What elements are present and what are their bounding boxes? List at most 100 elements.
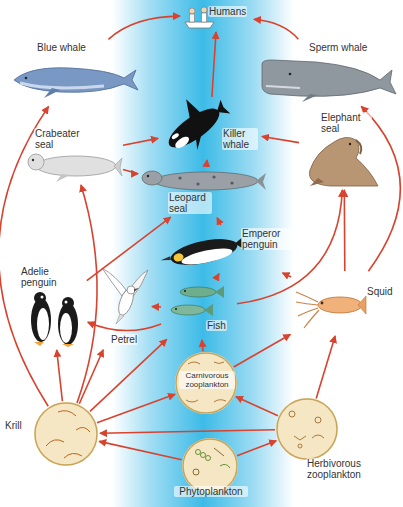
humans-figure-part (202, 13, 207, 22)
sperm-whale-figure (262, 60, 396, 102)
food-arrow (88, 322, 161, 330)
petrel-figure (102, 268, 148, 324)
species-label: Emperor penguin (241, 228, 293, 250)
leopard-seal-figure-part (196, 182, 199, 185)
plankton-organisms-part (58, 411, 76, 416)
emperor-penguin-figure-part (160, 256, 171, 262)
food-arrow (254, 19, 298, 39)
leopard-seal-figure-part (256, 173, 266, 190)
leopard-seal-figure (142, 171, 266, 190)
food-arrow (123, 138, 158, 145)
species-label: Blue whale (36, 42, 87, 53)
leopard-seal-figure-part (142, 171, 162, 185)
species-label: Squid (366, 286, 394, 297)
food-arrow (152, 306, 161, 308)
humans-figure-part (185, 22, 214, 28)
food-arrow (99, 441, 182, 459)
species-node: Adelie penguin (18, 266, 86, 348)
species-label: Carnivorous zooplankton (179, 371, 235, 389)
plankton-organisms-part (315, 417, 321, 423)
emperor-penguin-figure-part (180, 245, 233, 268)
leopard-seal-figure-part (147, 175, 149, 177)
blue-whale-figure-part (20, 83, 104, 88)
petrel-figure-part (134, 288, 139, 292)
plankton-circle: Carnivorous zooplankton (175, 352, 237, 414)
elephant-seal-figure-part (309, 137, 378, 186)
adelie-penguin-figure-part (62, 297, 74, 309)
sperm-whale-figure-part (262, 60, 396, 96)
species-label: Leopard seal (168, 192, 212, 214)
leopard-seal-figure-part (178, 176, 181, 179)
leopard-seal-figure-part (154, 172, 258, 190)
food-arrow (206, 160, 208, 167)
species-label: Adelie penguin (20, 266, 70, 288)
adelie-penguin-figure-part (37, 308, 49, 340)
food-arrow (237, 190, 342, 304)
food-arrow (79, 350, 103, 404)
humans-figure-part (201, 7, 207, 13)
elephant-seal-figure-part (356, 140, 361, 154)
food-arrow (77, 185, 97, 403)
food-arrow (87, 217, 171, 281)
leopard-seal-figure-part (212, 175, 215, 178)
crabeater-seal-figure-part (114, 158, 122, 176)
squid-figure-part (304, 310, 319, 328)
blue-whale-figure-part (44, 88, 60, 98)
sperm-whale-figure-part (302, 94, 318, 102)
food-arrow (237, 441, 276, 456)
plankton-circle: Phytoplankton (182, 438, 238, 494)
plankton-organisms-part (46, 440, 64, 446)
species-label: Phytoplankton (174, 486, 248, 497)
fish-figure-part (171, 305, 205, 315)
fish-figure-part (180, 287, 216, 297)
plankton-organisms-part (206, 456, 211, 461)
plankton-organisms-part (186, 400, 198, 402)
sperm-whale-figure-part (266, 86, 300, 88)
petrel-figure-part (128, 270, 148, 298)
elephant-seal-figure-part (310, 178, 324, 186)
emperor-penguin-figure-part (173, 252, 184, 262)
adelie-penguin-figure-part (62, 344, 74, 347)
squid-figure-part (358, 296, 366, 314)
species-label: Fish (206, 320, 227, 331)
food-arrow (108, 16, 180, 39)
fish-figure (171, 286, 224, 316)
plankton-discs (34, 352, 338, 494)
species-label: Crabeater seal (34, 128, 90, 150)
adelie-penguin-figure-part (65, 301, 68, 304)
food-arrow (216, 274, 219, 279)
sperm-whale-figure-part (289, 73, 292, 76)
plankton-organisms-part (294, 436, 306, 440)
food-arrow (0, 107, 49, 407)
squid-figure (296, 292, 366, 328)
food-arrow (343, 190, 345, 271)
fish-figure-part (215, 286, 224, 298)
species-label: Humans (208, 6, 247, 17)
species-node: Petrel (96, 262, 150, 348)
killer-whale-figure-part (171, 132, 180, 140)
elephant-seal-figure (309, 137, 378, 186)
emperor-penguin-figure (159, 233, 246, 272)
species-label: Sperm whale (308, 42, 368, 53)
food-arrow (57, 350, 63, 401)
adelie-penguin-figure-part (34, 342, 44, 346)
food-arrow (212, 32, 216, 97)
circle-border (183, 439, 237, 493)
circle-border (277, 399, 337, 459)
species-node: Emperor penguin (163, 226, 303, 272)
plankton-organisms-part (289, 411, 295, 417)
food-arrow (262, 137, 299, 143)
crabeater-seal-figure-part (28, 154, 44, 170)
circle-outline (276, 398, 338, 460)
species-label: Petrel (110, 334, 138, 345)
species-node: Humans (182, 2, 252, 30)
elephant-seal-figure-part (349, 143, 351, 145)
adelie-penguin-figure-part (58, 303, 78, 345)
species-node: Crabeater seal (22, 128, 122, 183)
circle-outline (34, 402, 98, 466)
crabeater-seal-figure-part (32, 159, 34, 161)
leopard-seal-figure-part (230, 181, 233, 184)
crabeater-seal-figure (28, 154, 122, 182)
species-label: Elephant seal (320, 112, 372, 134)
